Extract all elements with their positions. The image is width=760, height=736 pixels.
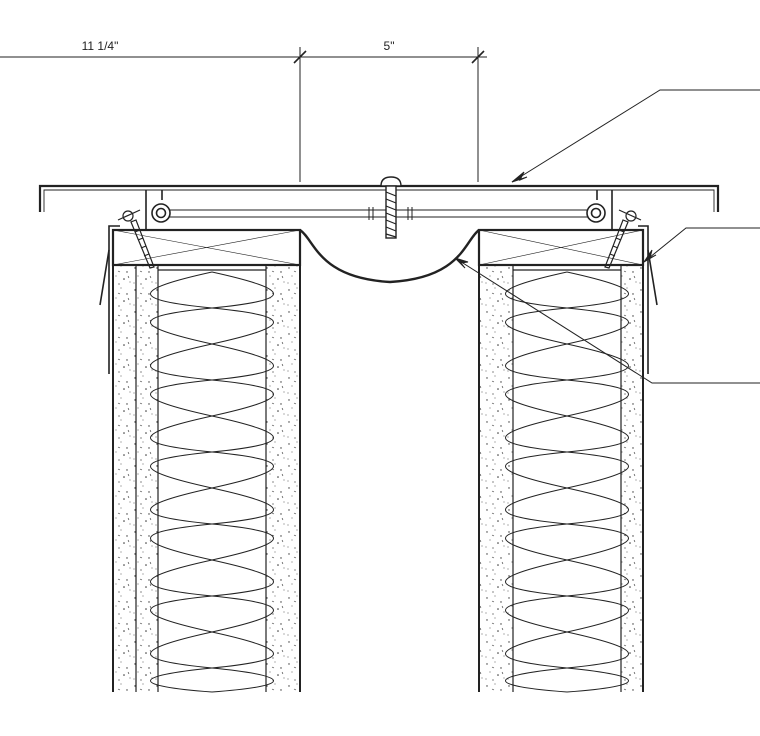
joint-seal xyxy=(299,229,480,284)
right-clip xyxy=(586,190,613,230)
left-clip xyxy=(145,190,171,230)
center-bolt xyxy=(380,176,402,239)
center-bar xyxy=(165,207,596,220)
left-anchor-screw xyxy=(117,209,155,269)
right-wall-panel xyxy=(477,209,658,693)
dimension-left-label: 11 1/4" xyxy=(82,39,119,53)
left-wall-panel xyxy=(99,209,302,693)
right-anchor-screw xyxy=(604,209,642,269)
dimension-right-label: 5" xyxy=(384,39,395,53)
cover-plate xyxy=(38,184,720,212)
leader-lines xyxy=(454,89,760,384)
dimension-line xyxy=(0,47,487,182)
